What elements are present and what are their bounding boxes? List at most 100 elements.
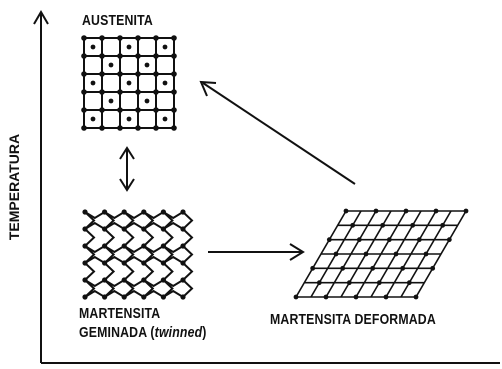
atom-dot <box>82 243 88 249</box>
atom-dot <box>160 226 166 232</box>
atom-dot <box>350 222 356 228</box>
deformed-martensite-label: MARTENSITA DEFORMADA <box>270 311 436 328</box>
lattice-line <box>415 210 467 298</box>
atom-dot <box>180 226 186 232</box>
atom-dot <box>135 89 141 95</box>
lattice-line <box>385 210 437 298</box>
atom-dot <box>102 243 108 249</box>
atom-dot <box>316 280 322 286</box>
atom-dot <box>171 53 177 59</box>
atom-dot <box>135 53 141 59</box>
atom-dot <box>410 222 416 228</box>
atom-dot <box>117 125 123 131</box>
atom-dot <box>430 265 436 271</box>
atom-dot <box>433 208 439 214</box>
atom-dot <box>383 294 389 300</box>
twinned-martensite-main-text: GEMINADA <box>79 324 147 341</box>
atom-dot <box>162 80 168 86</box>
atom-dot <box>121 294 127 300</box>
lattice-line <box>355 210 407 298</box>
atom-dot <box>121 209 127 215</box>
atom-dot <box>370 265 376 271</box>
atom-dot <box>160 294 166 300</box>
atom-dot <box>373 208 379 214</box>
atom-dot <box>171 107 177 113</box>
atom-dot <box>121 226 127 232</box>
atom-dot <box>323 294 329 300</box>
twinned-martensite-label-line2: GEMINADA (twinned) <box>79 324 207 341</box>
twin-column-line <box>103 211 116 298</box>
atom-dot <box>153 125 159 131</box>
atom-dot <box>121 243 127 249</box>
atom-dot <box>99 71 105 77</box>
atom-dot <box>171 35 177 41</box>
axes <box>33 10 500 364</box>
deformed-martensite-lattice <box>293 208 469 300</box>
atom-dot <box>99 125 105 131</box>
atom-dot <box>90 80 96 86</box>
twin-column-line <box>142 211 155 298</box>
atom-dot <box>81 71 87 77</box>
atom-dot <box>121 277 127 283</box>
atom-dot <box>117 89 123 95</box>
austenite-label: AUSTENITA <box>82 12 153 29</box>
atom-dot <box>99 107 105 113</box>
atom-dot <box>180 243 186 249</box>
atom-dot <box>180 294 186 300</box>
atom-dot <box>310 265 316 271</box>
atom-dot <box>99 89 105 95</box>
atom-dot <box>141 260 147 266</box>
atom-dot <box>423 251 429 257</box>
atom-dot <box>82 226 88 232</box>
atom-dot <box>153 35 159 41</box>
twin-column-line <box>83 211 96 298</box>
atom-dot <box>162 116 168 122</box>
atom-dot <box>102 226 108 232</box>
atom-dot <box>446 237 452 243</box>
atom-dot <box>153 71 159 77</box>
twin-column-line <box>161 211 174 298</box>
atom-dot <box>141 294 147 300</box>
atom-dot <box>144 98 150 104</box>
atom-dot <box>81 107 87 113</box>
atom-dot <box>403 208 409 214</box>
temperature-axis-label: TEMPERATURA <box>6 133 22 241</box>
atom-dot <box>162 44 168 50</box>
atom-dot <box>363 251 369 257</box>
atom-dot <box>346 280 352 286</box>
atom-dot <box>343 208 349 214</box>
atom-dot <box>135 35 141 41</box>
atom-dot <box>135 107 141 113</box>
atom-dot <box>160 260 166 266</box>
atom-dot <box>153 89 159 95</box>
atom-dot <box>117 35 123 41</box>
atom-dot <box>81 35 87 41</box>
atom-dot <box>406 280 412 286</box>
twin-column-line <box>181 211 194 298</box>
atom-dot <box>144 62 150 68</box>
atom-dot <box>135 125 141 131</box>
atom-dot <box>293 294 299 300</box>
deformation-arrow <box>208 243 305 261</box>
atom-dot <box>102 260 108 266</box>
atom-dot <box>81 125 87 131</box>
atom-dot <box>102 277 108 283</box>
atom-dot <box>82 260 88 266</box>
atom-dot <box>99 53 105 59</box>
atom-dot <box>82 209 88 215</box>
atom-dot <box>376 280 382 286</box>
atom-dot <box>386 237 392 243</box>
atom-dot <box>463 208 469 214</box>
atom-dot <box>121 260 127 266</box>
twinned-martensite-label-line1: MARTENSITA <box>79 305 161 322</box>
atom-dot <box>180 277 186 283</box>
atom-dot <box>82 294 88 300</box>
atom-dot <box>416 237 422 243</box>
atom-dot <box>141 209 147 215</box>
atom-dot <box>126 44 132 50</box>
atom-dot <box>81 89 87 95</box>
atom-dot <box>82 277 88 283</box>
atom-dot <box>356 237 362 243</box>
atom-dot <box>171 89 177 95</box>
